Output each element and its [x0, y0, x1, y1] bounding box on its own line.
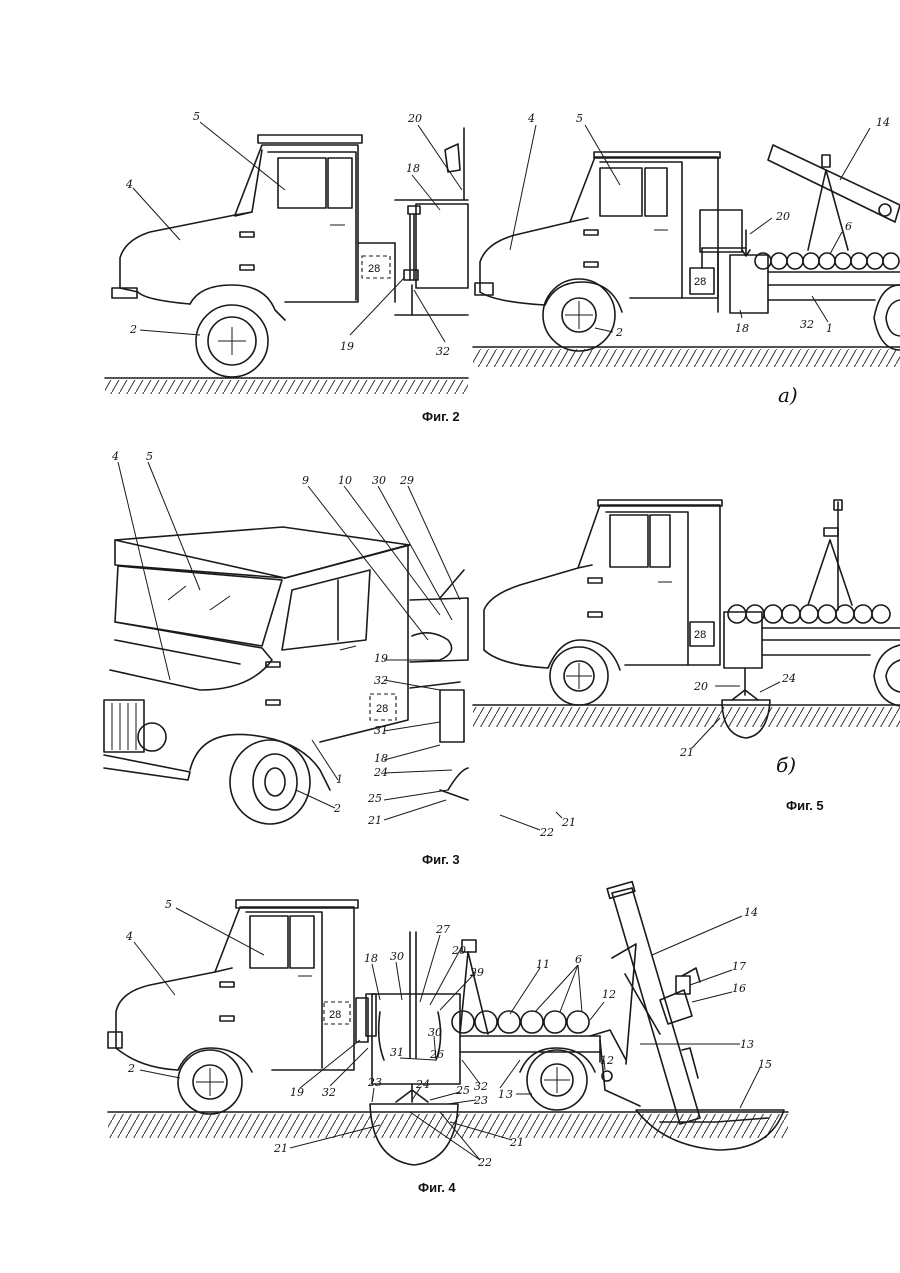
figure-4: 5 4 18 30 27 20 29 11 6 12 14 17 16 13 1…: [108, 882, 788, 1195]
label-6: 6: [845, 220, 852, 233]
label-30: 30: [390, 950, 404, 963]
label-18: 18: [406, 162, 420, 175]
label-10: 10: [338, 474, 352, 487]
label-9: 9: [302, 474, 309, 487]
label-19: 19: [374, 652, 388, 665]
label-4: 4: [125, 930, 133, 943]
label-15: 15: [758, 1058, 772, 1071]
label-1: 1: [336, 773, 343, 786]
label-32: 32: [322, 1086, 336, 1099]
label-22: 22: [477, 1156, 492, 1169]
label-11: 11: [536, 958, 550, 971]
label-1: 1: [826, 322, 833, 335]
label-3: 3: [506, 1088, 513, 1101]
label-4: 4: [527, 112, 535, 125]
label-20: 20: [693, 680, 708, 693]
label-2: 2: [127, 1062, 135, 1075]
label-18: 18: [364, 952, 378, 965]
label-31: 31: [390, 1046, 404, 1059]
label-25: 25: [367, 792, 382, 805]
label-21: 21: [273, 1142, 288, 1155]
label-5: 5: [146, 450, 153, 463]
label-13: 13: [740, 1038, 754, 1051]
label-12: 12: [602, 988, 616, 1001]
caption-fig2: Фиг. 2: [422, 409, 460, 424]
label-4: 4: [125, 178, 133, 191]
label-24: 24: [373, 766, 388, 779]
label-26: 26: [429, 1048, 444, 1061]
shells-row: [452, 1011, 589, 1033]
label-2: 2: [129, 323, 137, 336]
label-18: 18: [374, 752, 388, 765]
label-28: 28: [376, 703, 388, 715]
label-16: 16: [732, 982, 746, 995]
label-29: 29: [469, 966, 484, 979]
label-21: 21: [679, 746, 694, 759]
label-21: 21: [367, 814, 382, 827]
label-28: 28: [694, 629, 706, 641]
sublabel-b: б): [776, 753, 796, 777]
label-1: 1: [498, 1088, 505, 1101]
label-27: 27: [435, 923, 450, 936]
figure-2a: 4 5 14 20 6 28 32 1 18 2 а): [473, 112, 900, 407]
label-5: 5: [193, 110, 200, 123]
label-5: 5: [576, 112, 583, 125]
label-19: 19: [290, 1086, 304, 1099]
caption-fig5: Фиг. 5: [786, 798, 824, 813]
label-20: 20: [775, 210, 790, 223]
label-20: 20: [407, 112, 422, 125]
label-17: 17: [732, 960, 746, 973]
sublabel-a: а): [778, 383, 798, 407]
label-19: 19: [340, 340, 354, 353]
label-14: 14: [876, 116, 890, 129]
label-24: 24: [781, 672, 796, 685]
label-28: 28: [368, 263, 380, 275]
label-12b: 12: [600, 1054, 614, 1067]
label-24: 24: [415, 1078, 430, 1091]
caption-fig4: Фиг. 4: [418, 1180, 456, 1195]
label-4: 4: [111, 450, 119, 463]
caption-fig3: Фиг. 3: [422, 852, 460, 867]
label-22: 22: [539, 826, 554, 839]
label-28: 28: [329, 1009, 341, 1021]
label-23b: 23: [473, 1094, 488, 1107]
shells-row: [755, 253, 899, 269]
label-31: 31: [374, 724, 388, 737]
label-29: 29: [399, 474, 414, 487]
label-2: 2: [615, 326, 623, 339]
label-32b: 32: [474, 1080, 488, 1093]
figure-5: 28 20 24 21 б) Фиг. 5: [473, 500, 900, 813]
label-30: 30: [372, 474, 386, 487]
label-18: 18: [735, 322, 749, 335]
label-32: 32: [436, 345, 450, 358]
label-21b: 21: [561, 816, 576, 829]
label-6: 6: [575, 953, 582, 966]
label-21b: 21: [509, 1136, 524, 1149]
label-30b: 30: [428, 1026, 442, 1039]
figure-3: 4 5 9 10 30 29 19 32 28 31 18 24 25 21 1…: [104, 450, 576, 867]
label-14: 14: [744, 906, 758, 919]
figure-2: 5 4 20 18 28 2 19 32 Фиг. 2: [105, 110, 468, 424]
label-25: 25: [455, 1084, 470, 1097]
label-5: 5: [165, 898, 172, 911]
shells-row: [728, 605, 890, 623]
label-28: 28: [694, 276, 706, 288]
label-32: 32: [374, 674, 388, 687]
label-2: 2: [333, 802, 341, 815]
label-20: 20: [451, 944, 466, 957]
label-32: 32: [800, 318, 814, 331]
label-23: 23: [367, 1076, 382, 1089]
